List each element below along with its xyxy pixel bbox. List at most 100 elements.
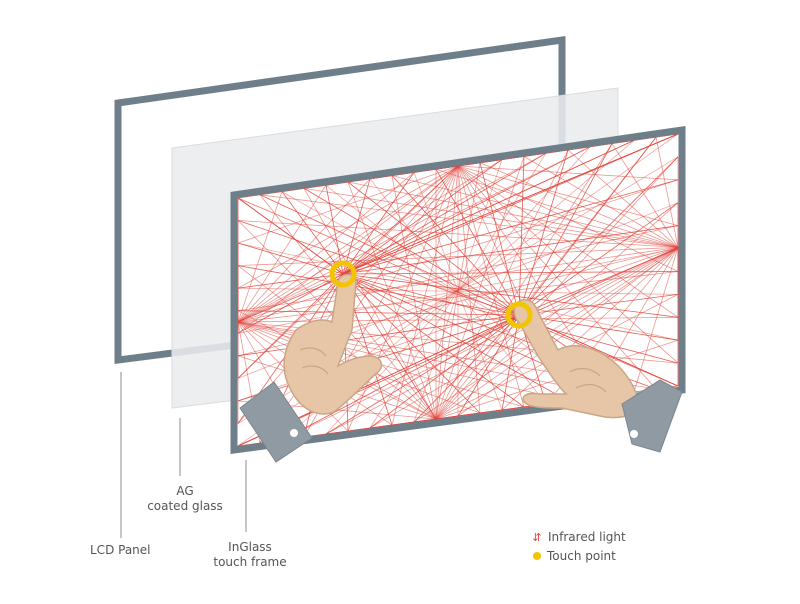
infrared-beam	[391, 165, 459, 426]
infrared-beam	[342, 159, 503, 275]
left-sleeve	[239, 381, 313, 463]
left-hand	[239, 273, 383, 463]
left-sleeve-button	[290, 429, 298, 437]
infrared-beam	[457, 314, 520, 417]
infrared-beam	[237, 133, 679, 323]
infrared-beam	[457, 165, 679, 318]
infrared-beam	[237, 220, 679, 248]
infrared-beam	[501, 247, 679, 411]
infrared-beam	[237, 242, 679, 341]
infrared-beam	[281, 191, 344, 275]
infrared-beam	[479, 162, 679, 248]
right-hand	[513, 298, 683, 453]
infrared-beam	[435, 248, 679, 420]
infrared-beam	[237, 225, 679, 323]
infrared-beam	[237, 179, 679, 323]
infrared-beam	[479, 162, 520, 316]
infrared-beam	[369, 178, 547, 405]
ag-glass-label-line1: AG	[176, 484, 194, 498]
infrared-beam	[237, 152, 547, 323]
infrared-beam	[237, 191, 283, 323]
infrared-beam	[413, 159, 503, 423]
infrared-beam	[237, 165, 459, 323]
infrared-beam	[237, 165, 459, 379]
touch-point-ring-right	[505, 301, 533, 329]
left-hand-finger-detail	[299, 347, 329, 375]
inglass-touch-frame	[230, 125, 686, 454]
infrared-beam	[281, 247, 679, 441]
infrared-beam	[391, 175, 679, 248]
infrared-beam	[237, 159, 503, 323]
infrared-beam	[342, 273, 679, 318]
arrows-icon: ⇵	[532, 530, 542, 544]
infrared-beam	[435, 169, 520, 316]
inglass-label-line1: InGlass	[228, 540, 272, 554]
dot-icon	[533, 552, 541, 560]
infrared-beam	[259, 194, 679, 248]
infrared-beam	[237, 248, 679, 334]
infrared-beam	[237, 273, 344, 289]
legend-touch-label: Touch point	[547, 549, 616, 563]
infrared-beam	[342, 179, 679, 275]
infrared-beam	[259, 165, 459, 444]
infrared-beam	[237, 178, 371, 323]
infrared-beam	[457, 165, 679, 226]
ag-glass-label: AG coated glass	[140, 484, 230, 514]
legend-touch: Touch point	[530, 549, 616, 563]
infrared-beam	[342, 178, 371, 275]
infrared-beam	[633, 247, 679, 393]
infrared-beam	[501, 314, 520, 411]
infrared-beam	[457, 165, 679, 181]
infrared-beam	[457, 247, 679, 417]
infrared-beam	[237, 271, 679, 323]
legend-infrared: ⇵ Infrared light	[530, 530, 626, 544]
ag-glass-label-line2: coated glass	[147, 499, 223, 513]
infrared-beam	[237, 140, 635, 323]
infrared-beam	[347, 181, 437, 420]
infrared-beam	[237, 172, 415, 323]
infrared-beam	[325, 314, 520, 435]
infrared-beam	[325, 247, 679, 435]
infrared-beam	[611, 143, 679, 248]
infrared-beam	[342, 273, 569, 402]
left-hand-palm	[283, 273, 383, 415]
infrared-beam	[237, 242, 344, 275]
infrared-beam	[518, 156, 679, 316]
lcd-panel-label: LCD Panel	[90, 543, 151, 557]
infrared-beam	[237, 287, 679, 295]
infrared-beam	[237, 184, 327, 323]
legend-infrared-label: Infrared light	[548, 530, 626, 544]
inglass-label-line2: touch frame	[213, 555, 287, 569]
infrared-beam	[347, 181, 679, 248]
infrared-beam	[457, 165, 679, 272]
infrared-beam	[523, 156, 679, 248]
infrared-beam	[457, 165, 481, 414]
infrared-beam	[567, 149, 679, 248]
infrared-beam	[413, 172, 503, 411]
infrared-beam	[435, 136, 657, 420]
infrared-beam	[237, 165, 459, 244]
infrared-beam	[342, 172, 415, 275]
infrared-beam	[237, 146, 591, 323]
infrared-beam	[281, 314, 520, 441]
infrared-beam	[369, 152, 547, 429]
infrared-beam	[325, 146, 591, 435]
infrared-beam	[237, 220, 520, 316]
right-sleeve-button	[630, 430, 638, 438]
infrared-beam	[237, 247, 679, 266]
infrared-beam	[655, 137, 679, 248]
right-hand-finger-detail	[569, 367, 607, 393]
infrared-beam	[237, 197, 344, 275]
infrared-beam	[518, 314, 679, 341]
infrared-beam	[342, 152, 547, 275]
infrared-beam	[435, 202, 679, 420]
infrared-beam	[518, 156, 525, 316]
infrared-beam	[435, 168, 679, 248]
infrared-beam	[435, 156, 525, 420]
infrared-beam	[457, 165, 679, 364]
infrared-beam	[435, 149, 569, 420]
infrared-beam	[237, 247, 679, 312]
infrared-beam	[369, 247, 679, 429]
